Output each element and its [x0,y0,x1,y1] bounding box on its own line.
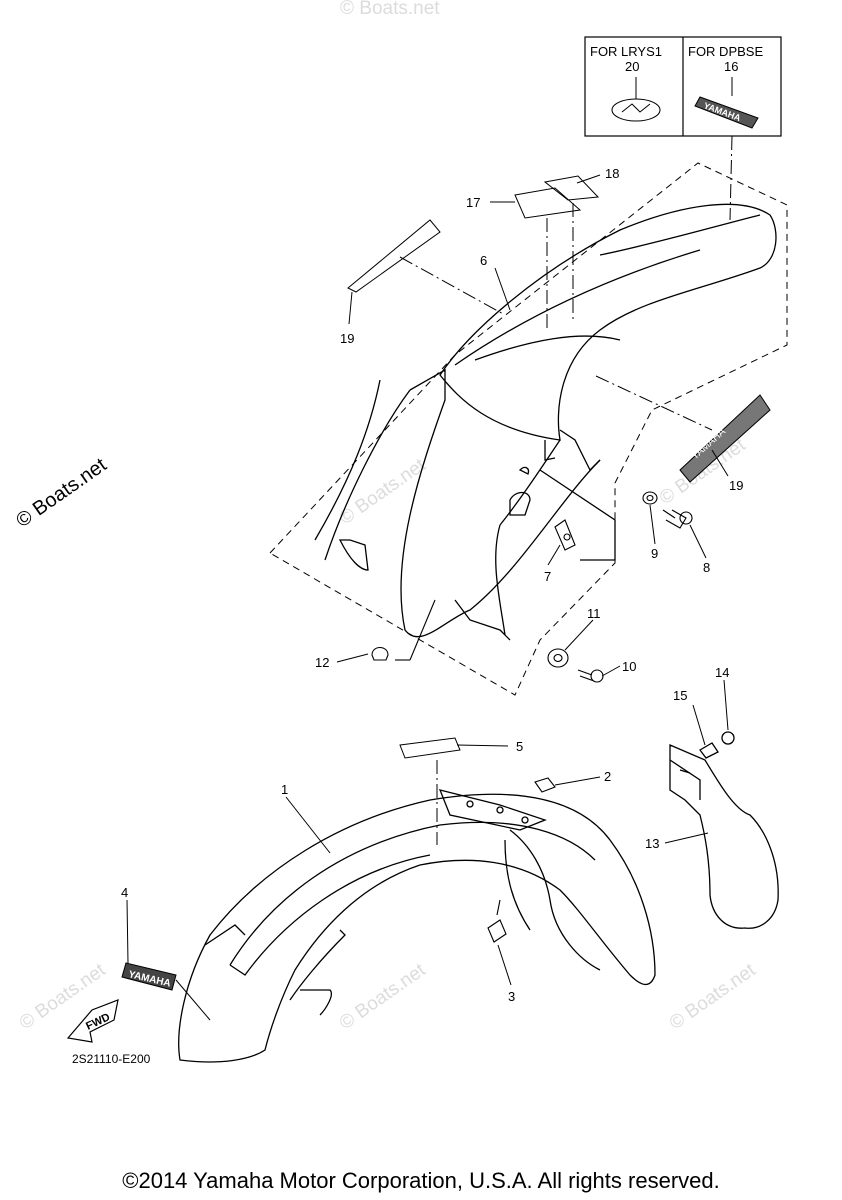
mud-flap [669,731,779,929]
part-label-14: 14 [715,665,729,680]
part-label-3: 3 [508,989,515,1004]
front-fender-hardware [487,777,556,943]
variant-box [584,36,782,137]
decal-17-18 [514,175,600,332]
part-label-4: 4 [121,885,128,900]
decal-16-text: YAMAHA [702,100,742,123]
leader-lines [126,174,729,986]
watermark-layer: © Boats.net © Boats.net © Boats.net © Bo… [12,0,760,1034]
part-label-6: 6 [480,253,487,268]
part-label-11: 11 [587,606,601,621]
variant-left-part: 20 [625,59,639,74]
part-label-19-right: 19 [729,478,743,493]
decal-19-left [347,219,506,316]
part-label-18: 18 [605,166,619,181]
part-label-13: 13 [645,836,659,851]
part-label-15: 15 [673,688,687,703]
diagram-code: 2S21110-E200 [72,1052,151,1066]
watermark-text: © Boats.net [340,0,440,19]
part-label-9: 9 [651,546,658,561]
variant-left-title: FOR LRYS1 [590,44,662,59]
part-label-8: 8 [703,560,710,575]
part-label-2: 2 [604,769,611,784]
part-label-7: 7 [544,569,551,584]
part-label-17: 17 [466,195,480,210]
rear-fender [314,203,777,641]
fwd-arrow-icon: FWD [66,999,119,1043]
emblem-20-icon [611,77,661,122]
part-labels: 17 18 6 19 19 9 8 7 11 10 12 5 2 1 4 3 1… [121,166,743,1004]
part-label-12: 12 [315,655,329,670]
part-label-10: 10 [622,659,636,674]
part-label-1: 1 [281,782,288,797]
decal-16-leader [729,135,733,221]
hardware [371,491,693,683]
side-watermark: © Boats.net [12,454,111,532]
watermark-text: © Boats.net [336,959,430,1034]
watermark-text: © Boats.net [666,959,760,1034]
variant-right-part: 16 [724,59,738,74]
front-fender [178,789,656,1063]
part-label-19-left: 19 [340,331,354,346]
part-label-5: 5 [516,739,523,754]
copyright-footer: ©2014 Yamaha Motor Corporation, U.S.A. A… [122,1168,720,1193]
decal-16-icon: YAMAHA [694,77,759,129]
decal-19-right: YAMAHA [595,375,771,483]
variant-right-title: FOR DPBSE [688,44,763,59]
